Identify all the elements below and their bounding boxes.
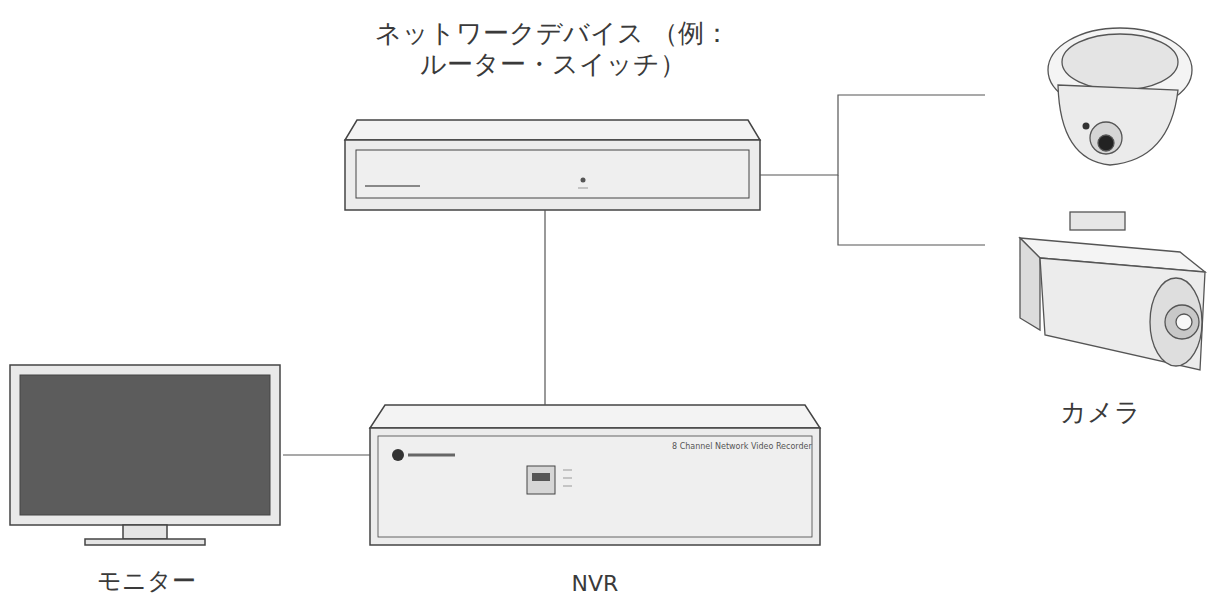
bullet-camera	[1020, 212, 1205, 370]
node-label: カメラ	[990, 397, 1210, 428]
camera-group: カメラ	[985, 20, 1215, 428]
camera-back	[1020, 238, 1040, 330]
switch-illustration	[345, 120, 760, 210]
dome-lens-ring	[1090, 122, 1122, 154]
device-caption: 8 Channel Network Video Recorder	[672, 442, 812, 451]
camera-lens	[1165, 305, 1199, 339]
camera-face	[1150, 278, 1202, 366]
usb-port	[527, 466, 555, 494]
network-cable	[760, 95, 985, 175]
usb-slot	[532, 473, 550, 481]
dome-sensor	[1083, 123, 1090, 130]
wire-branch	[838, 175, 985, 245]
switch-top	[345, 120, 760, 140]
switch-marking	[365, 185, 420, 187]
network-cable	[544, 210, 545, 405]
switch-panel	[356, 150, 749, 198]
network-device: ネットワークデバイス （例：ルーター・スイッチ）	[345, 18, 760, 210]
node-label: NVR	[445, 571, 745, 597]
camera-mount	[1070, 212, 1125, 230]
monitor-neck	[123, 525, 167, 539]
node-label: モニター	[17, 567, 277, 595]
monitor-frame	[10, 365, 280, 525]
monitor: モニター	[10, 365, 283, 595]
switch-front	[345, 140, 760, 210]
dome-body	[1058, 85, 1178, 165]
nvr: NVR	[370, 405, 820, 597]
nvr-front	[370, 428, 820, 545]
camera-body	[1040, 258, 1205, 370]
dome-lens	[1098, 135, 1114, 151]
node-label: ネットワークデバイス （例：ルーター・スイッチ）	[353, 18, 753, 79]
monitor-base	[85, 539, 205, 545]
power-led	[581, 178, 586, 183]
network-cable	[283, 454, 370, 455]
nvr-illustration	[370, 405, 820, 545]
dome-camera	[1048, 28, 1192, 165]
nvr-panel	[378, 436, 812, 537]
led-marking	[563, 470, 572, 471]
nvr-top	[370, 405, 820, 428]
nvr-logo	[392, 449, 404, 461]
led-marking	[563, 486, 572, 487]
nvr-logo-mark	[408, 454, 455, 457]
monitor-illustration	[10, 365, 280, 545]
dome-ring	[1062, 34, 1178, 90]
camera-lens-glass	[1176, 314, 1192, 330]
monitor-screen	[20, 375, 270, 515]
switch-marking	[578, 188, 588, 189]
led-marking	[563, 478, 572, 479]
